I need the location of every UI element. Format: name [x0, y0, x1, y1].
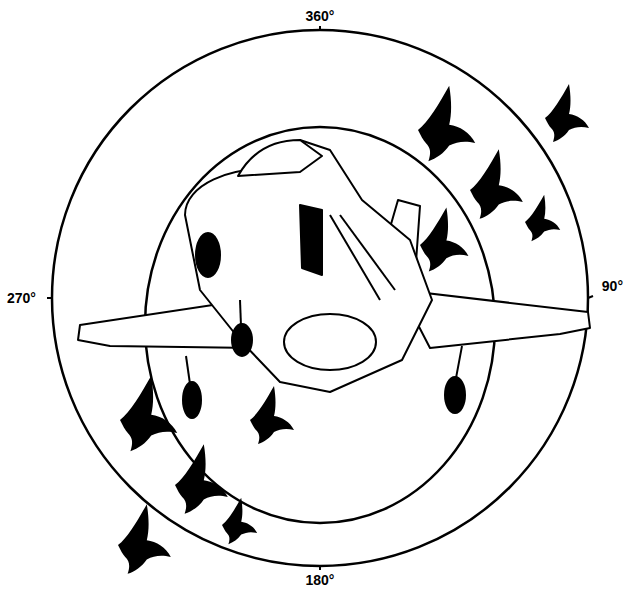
birds: [118, 84, 589, 574]
aircraft: [78, 140, 590, 418]
bearing-ticks: [47, 26, 593, 570]
outer-ring: [52, 30, 588, 566]
bearing-label: 180°: [305, 572, 336, 588]
bearing-label: 270°: [6, 290, 37, 306]
bearing-label: 90°: [601, 278, 624, 294]
bearing-label: 360°: [305, 8, 336, 24]
